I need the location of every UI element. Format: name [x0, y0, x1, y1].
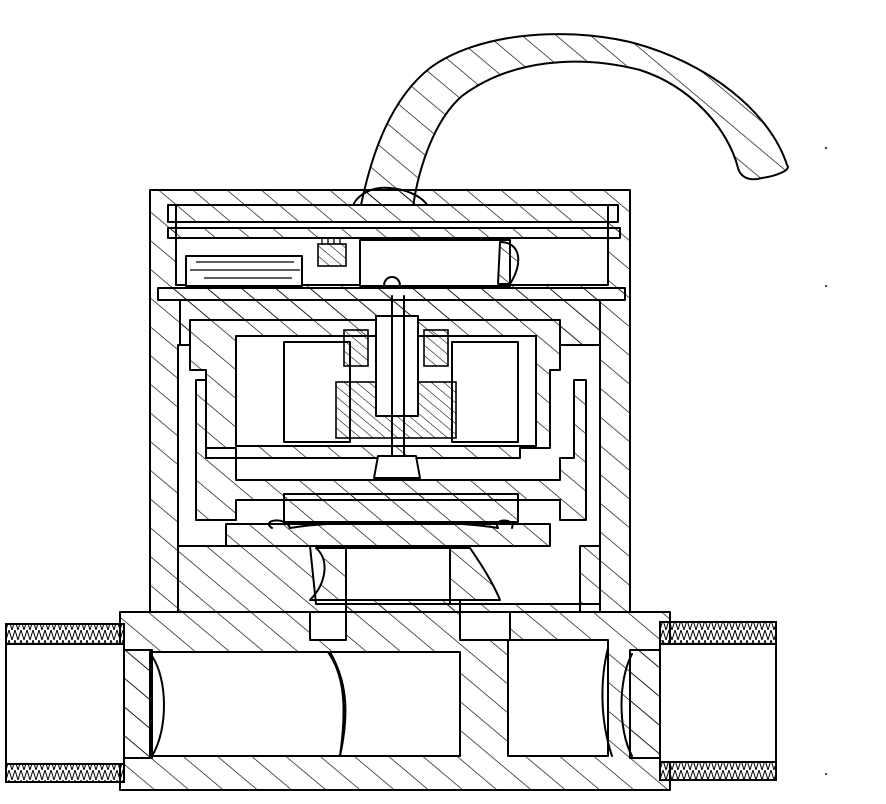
- flow-channel: [119, 599, 671, 791]
- outlet-port: [620, 621, 777, 781]
- valve-bonnet: [179, 295, 601, 479]
- inlet-port: [5, 623, 165, 783]
- top-cover: [157, 204, 626, 301]
- gear-train: [185, 238, 520, 287]
- diaphragm-assembly: [177, 379, 601, 613]
- scan-specks: [825, 147, 827, 775]
